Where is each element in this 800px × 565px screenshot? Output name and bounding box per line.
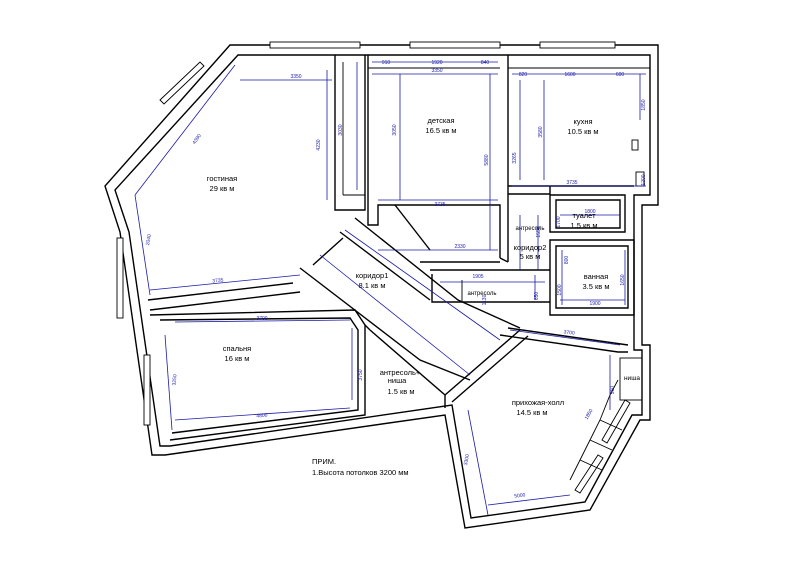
dim-text: 4230 [316,139,322,150]
dim-text: 3050 [392,124,398,135]
room-name-prikhozhaya: прихожая-холл [512,398,564,407]
dimension-lines [134,61,646,516]
dim-text: 4390 [192,133,203,146]
dim-text: 1550 [536,226,542,237]
dim-text: 3750 [358,369,364,380]
dimension-texts: 3350 3030 4230 4390 2040 3735 910 1920 8… [145,60,647,500]
room-area-vannaya: 3.5 кв м [582,282,609,291]
label-nisha: ниша [624,375,640,382]
dim-text: 3265 [512,152,518,163]
room-name-koridor1: коридор1 [356,271,389,280]
interior-walls [147,55,650,481]
dim-text: 3300 [463,454,471,466]
room-area-detskaya: 16.5 кв м [425,126,456,135]
dim-text: 2330 [454,244,465,250]
note-line1: 1.Высота потолков 3200 мм [312,468,409,477]
dim-text: 1800 [584,209,595,215]
dim-text: 4800 [256,413,268,420]
room-name-detskaya: детская [427,116,454,125]
room-area-tualet: 1.5 кв м [570,221,597,230]
room-area-spalnya: 16 кв м [225,354,250,363]
dim-text: 1130 [482,294,488,305]
room-name-tualet: туалет [572,211,596,220]
dim-text: 3580 [538,126,544,137]
dim-text: 3735 [566,180,577,186]
room-area-koridor1: 8.1 кв м [358,281,385,290]
room-name-koridor2: коридор2 [514,243,547,252]
dim-text: 3700 [256,316,267,322]
dim-text: 3250 [172,374,179,386]
dim-text: 1850 [641,99,647,110]
note-block: ПРИМ. 1.Высота потолков 3200 мм [312,457,409,477]
dim-text: 1600 [564,72,575,78]
label-antresol-2: антресоль [468,291,497,297]
dim-text: 600 [616,72,625,78]
dim-text: 950 [610,386,616,395]
dim-text: 800 [564,256,570,265]
dim-text: 2040 [145,234,153,246]
dim-text: 650 [534,292,540,301]
note-title: ПРИМ. [312,457,336,466]
dim-text: 3735 [434,202,445,208]
dim-text: 1500 [557,284,563,295]
dim-text: 3700 [563,329,575,337]
dim-text: 1905 [472,274,483,280]
room-area-antresol-nisha: 1.5 кв м [387,387,414,396]
windows [116,41,631,494]
room-labels: гостиная 29 кв м детская 16.5 кв м кухня… [207,116,641,417]
dim-text: 840 [481,60,490,66]
room-name-spalnya: спальня [223,344,251,353]
dim-text: 1200 [641,174,647,185]
room-name-gostinaya: гостиная [207,174,238,183]
dim-text: 5880 [484,154,490,165]
room-area-kukhnya: 10.5 кв м [567,127,598,136]
dim-text: 5000 [514,492,526,499]
room-area-gostinaya: 29 кв м [210,184,235,193]
dim-text: 1900 [589,301,600,307]
dim-text: 3030 [338,124,344,135]
room-name2-antresol-nisha: ниша [388,376,407,385]
dim-text: 1700 [556,216,562,227]
room-area-prikhozhaya: 14.5 кв м [516,408,547,417]
dim-text: 820 [519,72,528,78]
room-name-antresol-nisha: антресоль+ [380,368,421,377]
dim-text: 3735 [212,277,224,284]
dim-text: 910 [382,60,391,66]
label-antresol-1: антресоль [516,226,545,232]
room-name-vannaya: ванная [584,272,609,281]
dim-text: 1650 [620,274,626,285]
dim-text: 1920 [431,60,442,66]
dim-text: 1850 [584,408,595,421]
outer-walls [104,44,659,529]
room-area-koridor2: 5 кв м [520,252,541,261]
room-name-kukhnya: кухня [573,117,592,126]
dim-text: 3350 [290,74,301,80]
dim-text: 3350 [431,68,442,74]
